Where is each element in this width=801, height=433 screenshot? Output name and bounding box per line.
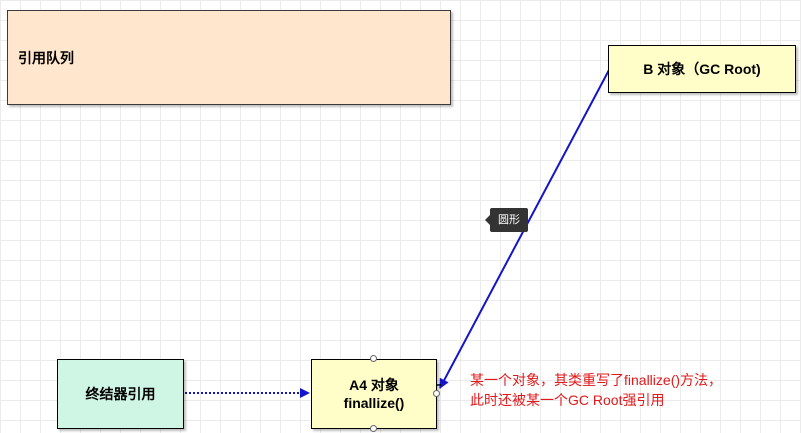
reference-queue-label: 引用队列 bbox=[18, 49, 74, 66]
annotation-line-1: 某一个对象，其类重写了finallize()方法， bbox=[470, 372, 723, 388]
resize-handle-right[interactable] bbox=[433, 390, 440, 397]
a4-object-title: A4 对象 bbox=[349, 377, 399, 393]
tooltip-text: 圆形 bbox=[498, 214, 520, 226]
shape-tooltip: 圆形 bbox=[485, 208, 528, 232]
finalizer-reference-node[interactable]: 终结器引用 bbox=[57, 359, 184, 429]
reference-queue-node[interactable]: 引用队列 bbox=[7, 10, 451, 105]
b-object-node[interactable]: B 对象（GC Root) bbox=[608, 45, 796, 93]
b-object-label: B 对象（GC Root) bbox=[643, 61, 761, 77]
annotation-text: 某一个对象，其类重写了finallize()方法， 此时还被某一个GC Root… bbox=[470, 370, 790, 410]
a4-object-method: finallize() bbox=[343, 395, 405, 411]
resize-handle-bottom[interactable] bbox=[370, 425, 377, 432]
a4-object-node[interactable]: A4 对象 finallize() bbox=[311, 359, 437, 429]
resize-handle-top[interactable] bbox=[370, 355, 377, 362]
finalizer-reference-label: 终结器引用 bbox=[85, 386, 156, 402]
annotation-line-2: 此时还被某一个GC Root强引用 bbox=[470, 392, 665, 408]
